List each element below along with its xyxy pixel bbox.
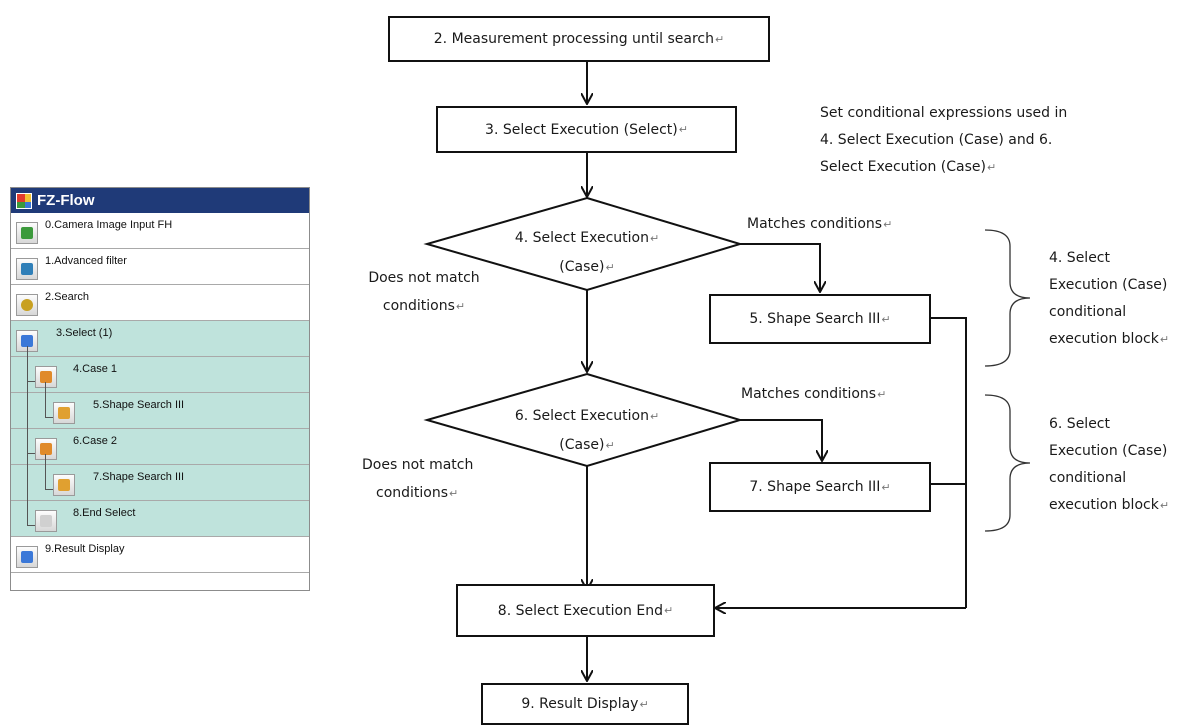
shape-search-5-label: 5. Shape Search III	[749, 311, 881, 327]
note-line2: 4. Select Execution (Case) and 6.	[820, 132, 1053, 148]
line-5-to-end	[930, 317, 967, 608]
diamond-6-line1: 6. Select Execution	[514, 408, 649, 424]
select-box-label: 3. Select Execution (Select)	[485, 121, 678, 138]
measurement-box: 2. Measurement processing until search↵	[388, 16, 770, 62]
flow-item-label: 5.Shape Search III	[93, 399, 185, 411]
fz-flow-panel: FZ-Flow 0.Camera Image Input FH 1.Advanc…	[10, 187, 310, 591]
brace-block-4	[984, 229, 1031, 367]
case-icon	[35, 438, 57, 460]
matches-conditions-label-2: Matches conditions↵	[741, 386, 887, 402]
flow-item-result-display[interactable]: 9.Result Display	[11, 537, 309, 573]
no-match-1-line1: Does not match	[368, 270, 480, 286]
tree-connector	[27, 381, 35, 382]
return-mark-icon: ↵	[881, 312, 891, 326]
return-mark-icon: ↵	[639, 697, 649, 711]
note-line3: Select Execution (Case)	[820, 159, 986, 175]
return-mark-icon: ↵	[678, 123, 688, 136]
end-box-label: 8. Select Execution End	[497, 602, 663, 619]
flow-item-label: 9.Result Display	[45, 543, 125, 555]
fz-flow-app-icon	[16, 192, 32, 209]
arrow-6-to-7	[740, 419, 822, 461]
result-display-icon	[16, 546, 38, 568]
tree-connector	[27, 453, 35, 454]
return-mark-icon: ↵	[664, 604, 674, 617]
result-display-box: 9. Result Display↵	[481, 683, 689, 725]
tree-connector	[45, 382, 46, 418]
select-execution-box: 3. Select Execution (Select)↵	[436, 106, 737, 153]
tree-connector	[27, 346, 28, 526]
block-6-line4: execution block	[1049, 497, 1159, 513]
fz-flow-title-bar: FZ-Flow	[11, 188, 309, 213]
flow-item-case-2[interactable]: 6.Case 2	[11, 429, 309, 465]
flow-item-label: 6.Case 2	[73, 435, 118, 447]
flow-item-search[interactable]: 2.Search	[11, 285, 309, 321]
flow-item-label: 2.Search	[45, 291, 90, 303]
return-mark-icon: ↵	[715, 32, 725, 46]
camera-icon	[16, 222, 38, 244]
diamond-4-line2: (Case)	[559, 259, 605, 275]
flow-item-label: 7.Shape Search III	[93, 471, 185, 483]
no-match-label-1: Does not match conditions↵	[356, 264, 492, 321]
diamond-6-line2: (Case)	[559, 437, 605, 453]
block-4-line1: 4. Select	[1049, 250, 1110, 266]
shape-search-5-box: 5. Shape Search III↵	[709, 294, 931, 344]
matches-text: Matches conditions	[747, 216, 883, 232]
search-icon	[16, 294, 38, 316]
select-end-box: 8. Select Execution End↵	[456, 584, 715, 637]
diamond-4-line1: 4. Select Execution	[514, 230, 649, 246]
tree-connector	[45, 454, 46, 490]
block-4-description: 4. Select Execution (Case) conditional e…	[1049, 245, 1169, 353]
shape-search-icon	[53, 474, 75, 496]
case-icon	[35, 366, 57, 388]
diamond-6-text: 6. Select Execution↵ (Case)↵	[514, 408, 660, 453]
diamond-4-text: 4. Select Execution↵ (Case)↵	[514, 230, 660, 275]
flow-item-end-select[interactable]: 8.End Select	[11, 501, 309, 537]
flow-item-label: 1.Advanced filter	[45, 255, 127, 267]
flow-item-label: 4.Case 1	[73, 363, 118, 375]
block-6-line1: 6. Select	[1049, 416, 1110, 432]
flow-item-label: 8.End Select	[73, 507, 136, 519]
flow-item-advanced-filter[interactable]: 1.Advanced filter	[11, 249, 309, 285]
shape-search-7-label: 7. Shape Search III	[749, 479, 881, 495]
block-4-line4: execution block	[1049, 331, 1159, 347]
block-6-line3: conditional	[1049, 470, 1127, 486]
block-4-line3: conditional	[1049, 304, 1127, 320]
flow-item-case-1[interactable]: 4.Case 1	[11, 357, 309, 393]
conditional-expressions-note: Set conditional expressions used in 4. S…	[820, 100, 1067, 181]
note-line1: Set conditional expressions used in	[820, 105, 1068, 121]
brace-block-6	[984, 394, 1031, 532]
no-match-2-line1: Does not match	[362, 457, 474, 473]
fz-flow-title: FZ-Flow	[37, 192, 95, 209]
block-4-line2: Execution (Case)	[1049, 277, 1168, 293]
flow-item-label: 0.Camera Image Input FH	[45, 219, 173, 231]
arrow-4-to-5	[740, 243, 820, 292]
no-match-1-line2: conditions	[382, 298, 455, 314]
shape-search-7-box: 7. Shape Search III↵	[709, 462, 931, 512]
tree-connector	[45, 489, 53, 490]
return-mark-icon: ↵	[881, 480, 891, 494]
result-box-label: 9. Result Display	[521, 696, 639, 712]
block-6-line2: Execution (Case)	[1049, 443, 1168, 459]
flow-item-shape-search-7[interactable]: 7.Shape Search III	[11, 465, 309, 501]
end-select-icon	[35, 510, 57, 532]
no-match-2-line2: conditions	[376, 485, 449, 501]
matches-text: Matches conditions	[741, 386, 877, 402]
flow-item-label: 3.Select (1)	[56, 327, 113, 339]
measurement-box-label: 2. Measurement processing until search	[433, 31, 715, 47]
flow-item-camera-image-input[interactable]: 0.Camera Image Input FH	[11, 213, 309, 249]
block-6-description: 6. Select Execution (Case) conditional e…	[1049, 411, 1169, 519]
flow-item-shape-search-5[interactable]: 5.Shape Search III	[11, 393, 309, 429]
matches-conditions-label-1: Matches conditions↵	[747, 216, 893, 232]
tree-connector	[45, 417, 53, 418]
shape-search-icon	[53, 402, 75, 424]
filter-icon	[16, 258, 38, 280]
no-match-label-2: Does not match conditions↵	[362, 451, 473, 508]
tree-connector	[27, 525, 35, 526]
